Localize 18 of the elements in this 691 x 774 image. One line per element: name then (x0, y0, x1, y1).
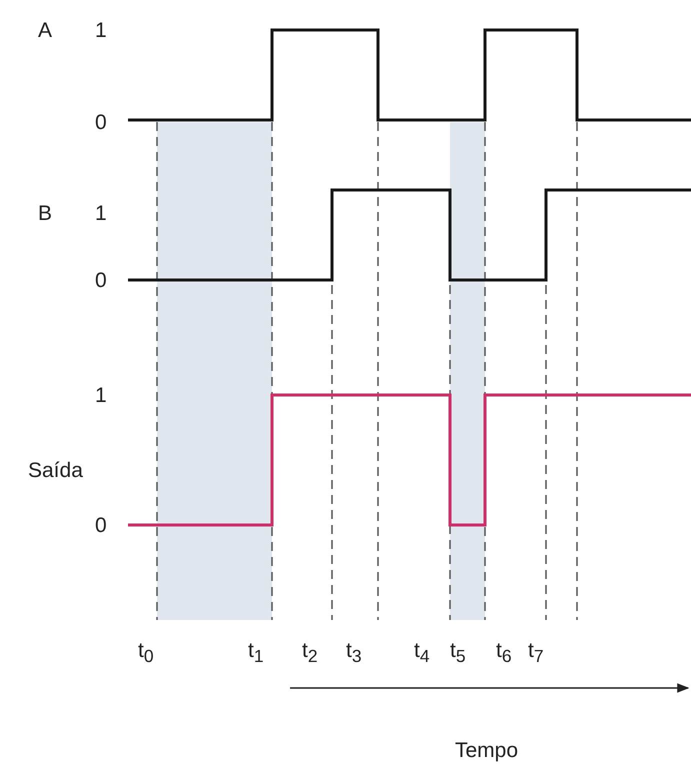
level-label: 0 (95, 515, 107, 536)
time-label: t$_{6}$ (496, 640, 512, 666)
signal-label: A (38, 20, 52, 41)
axis-title: Tempo (455, 740, 518, 761)
signal-label: Saída (28, 460, 83, 481)
time-label: t$_{4}$ (414, 640, 430, 666)
signal-label: B (38, 203, 52, 224)
time-label: t$_{7}$ (528, 640, 544, 666)
time-label: t$_{1}$ (248, 640, 264, 666)
time-label: t$_{5}$ (450, 640, 466, 666)
time-label: t$_{2}$ (302, 640, 318, 666)
time-label: t$_{3}$ (346, 640, 362, 666)
level-label: 1 (95, 20, 107, 41)
level-label: 0 (95, 270, 107, 291)
time-label: t$_{0}$ (138, 640, 154, 666)
level-label: 1 (95, 385, 107, 406)
level-label: 1 (95, 203, 107, 224)
level-label: 0 (95, 112, 107, 133)
